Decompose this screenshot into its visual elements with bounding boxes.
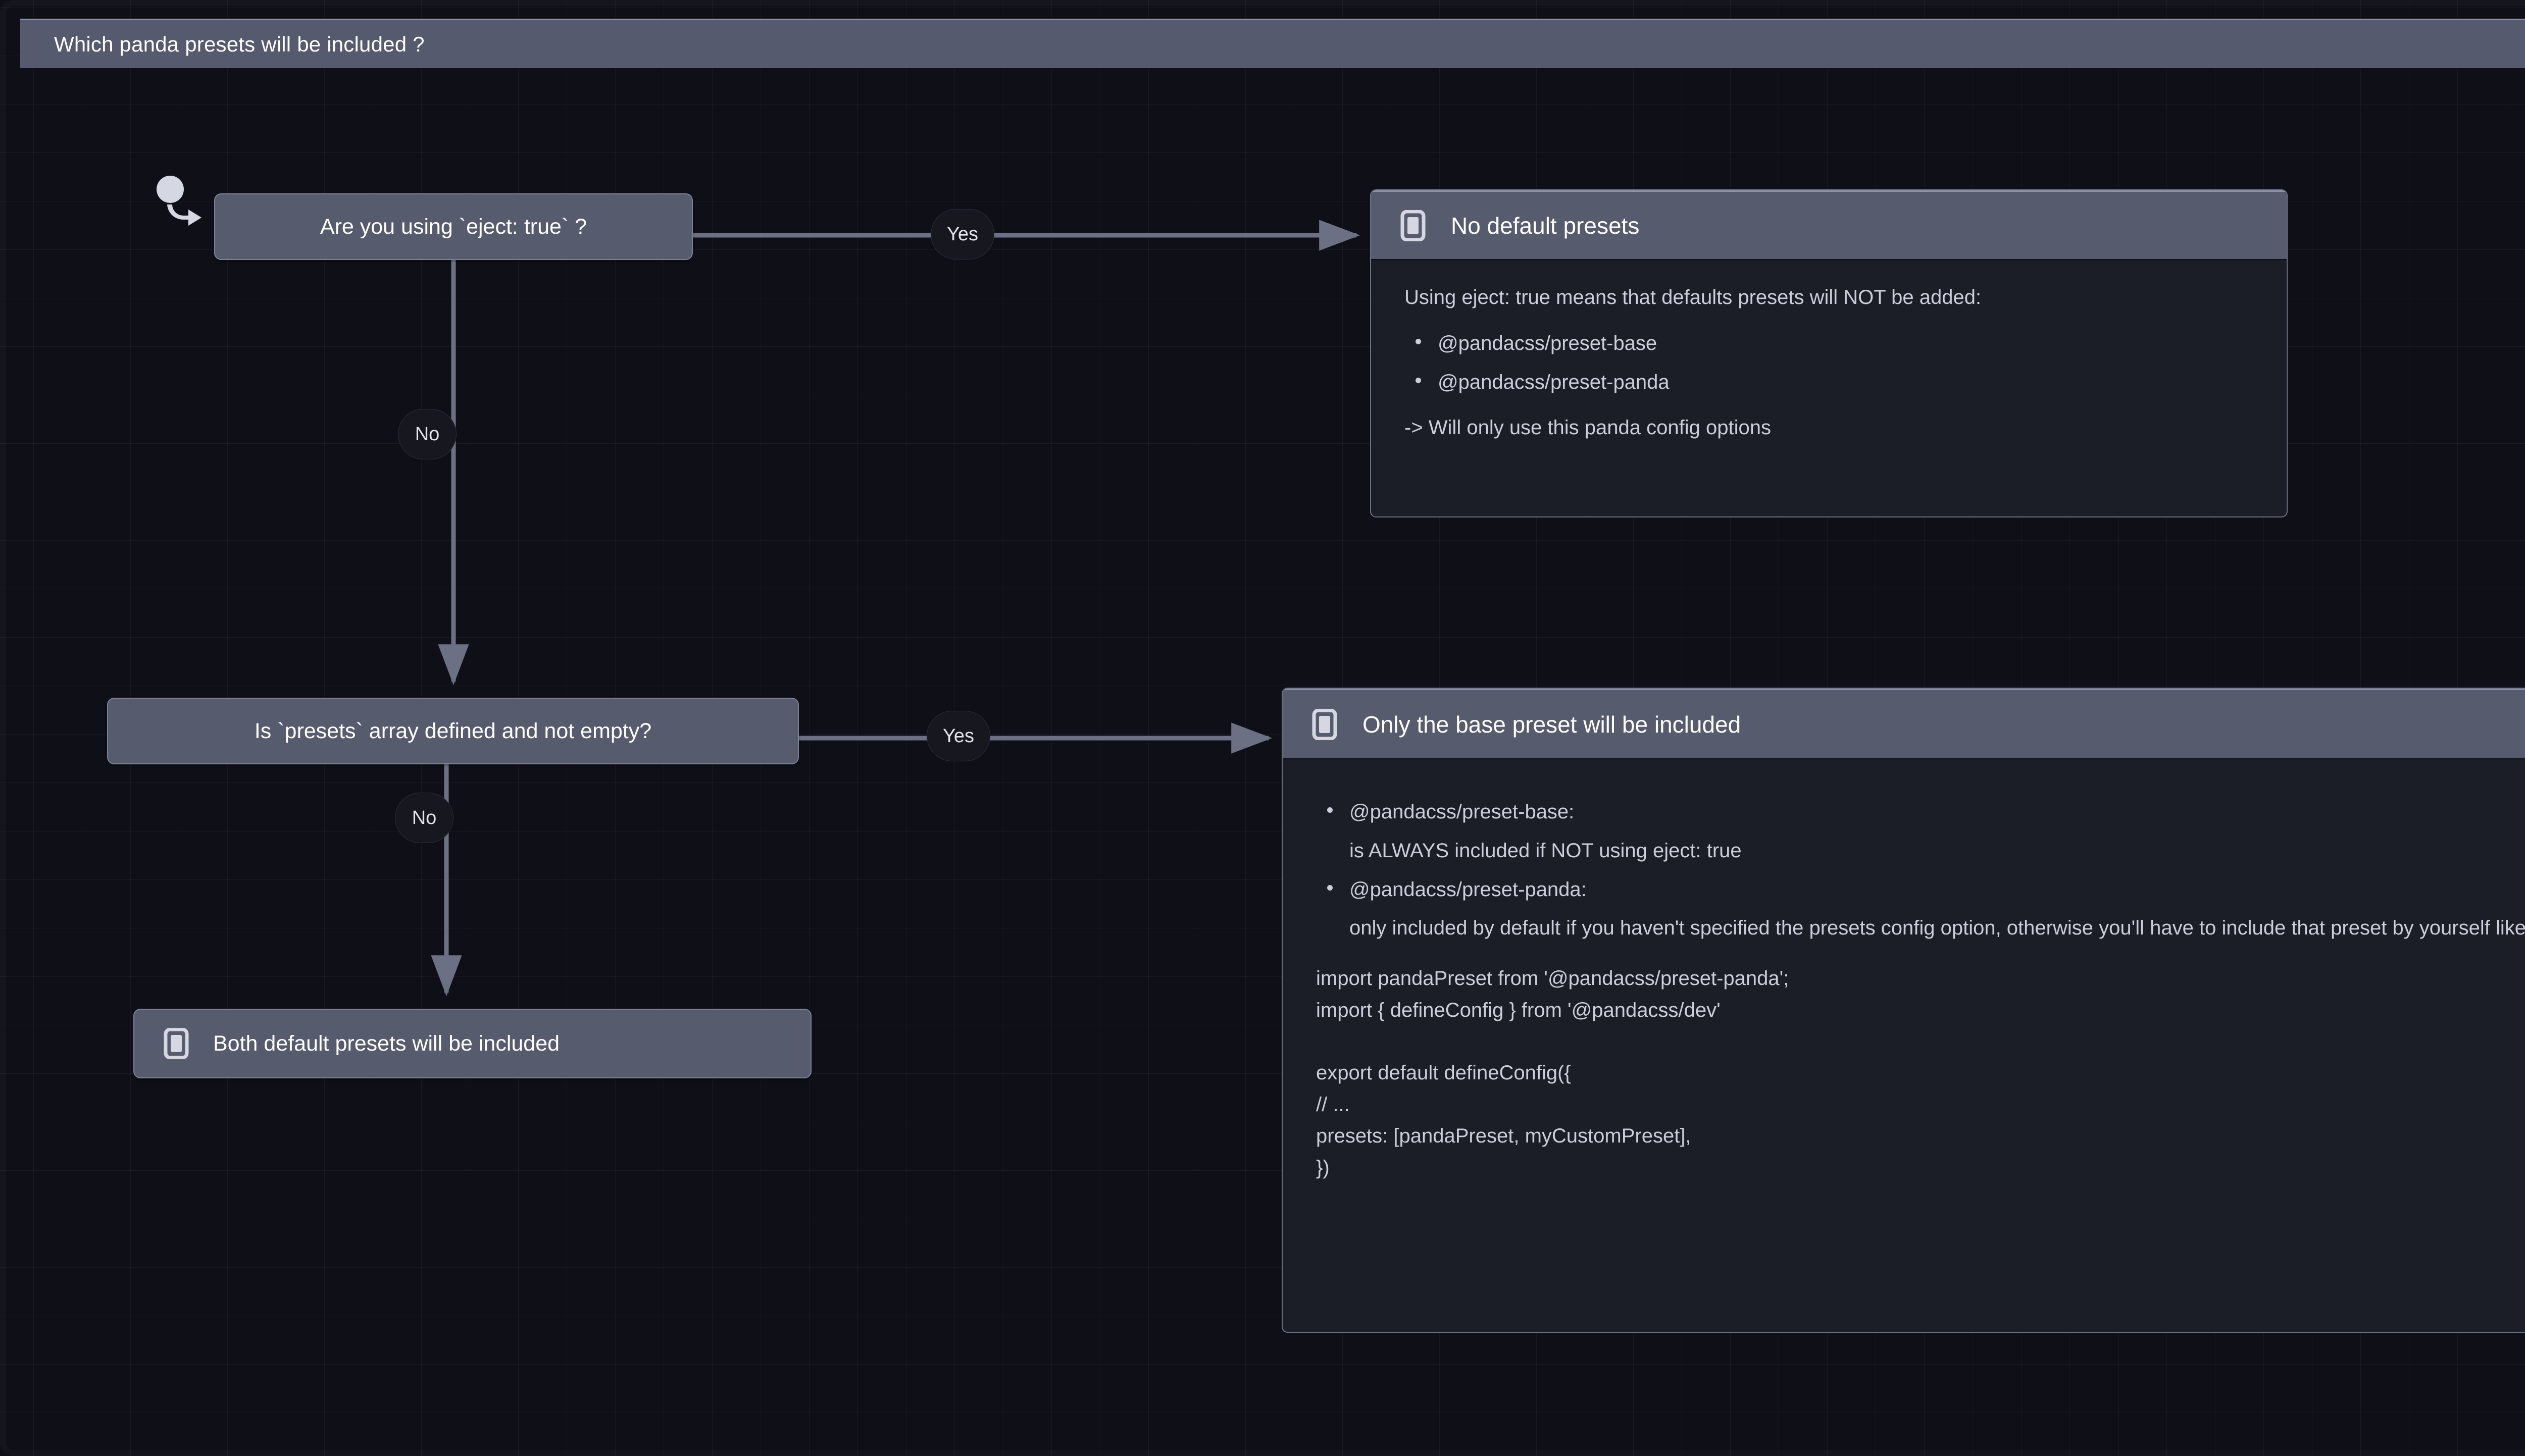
list-item-sub: only included by default if you haven't … — [1349, 917, 2525, 940]
edge-label-yes-1[interactable]: Yes — [931, 209, 994, 259]
note-square-icon — [161, 1027, 192, 1060]
panel-header: No default presets — [1371, 190, 2287, 260]
panel-no-default-presets[interactable]: No default presets Using eject: true mea… — [1370, 189, 2288, 517]
preset-list: @pandacss/preset-base: is ALWAYS include… — [1316, 797, 2525, 944]
panel-body: Using eject: true means that defaults pr… — [1371, 260, 2287, 467]
node-presets-question[interactable]: Is `presets` array defined and not empty… — [107, 698, 799, 764]
panel-title: Only the base preset will be included — [1362, 711, 1741, 738]
edge-label-yes-2-text: Yes — [943, 725, 974, 747]
list-item-sub: is ALWAYS included if NOT using eject: t… — [1349, 839, 1742, 862]
list-item: @pandacss/preset-panda: only included by… — [1316, 874, 2525, 944]
note-square-icon — [1309, 708, 1340, 740]
panel-body: @pandacss/preset-base: is ALWAYS include… — [1283, 759, 2525, 1207]
panel-only-base-preset[interactable]: Only the base preset will be included @p… — [1282, 688, 2525, 1333]
panel-outro-text: -> Will only use this panda config optio… — [1404, 417, 1771, 439]
edge-label-no-1-text: No — [415, 423, 440, 445]
list-item-main: @pandacss/preset-base: — [1349, 801, 1575, 823]
list-item: @pandacss/preset-base: is ALWAYS include… — [1316, 797, 2525, 866]
edge-label-yes-2[interactable]: Yes — [927, 711, 990, 761]
edge-label-no-2-text: No — [412, 807, 437, 828]
node-presets-label: Is `presets` array defined and not empty… — [254, 718, 652, 743]
panel-header: Only the base preset will be included — [1283, 689, 2525, 759]
start-circle-arrow-icon — [153, 173, 209, 229]
list-item: @pandacss/preset-panda — [1404, 367, 2253, 398]
list-item-main: @pandacss/preset-panda — [1438, 371, 1670, 393]
list-item-main: @pandacss/preset-base — [1438, 332, 1657, 354]
node-eject-question[interactable]: Are you using `eject: true` ? — [214, 193, 693, 260]
edge-label-no-1[interactable]: No — [398, 409, 457, 459]
list-item: @pandacss/preset-base — [1404, 328, 2253, 359]
edge-label-no-2[interactable]: No — [395, 793, 453, 843]
note-square-icon — [1397, 210, 1429, 241]
list-item-main: @pandacss/preset-panda: — [1349, 878, 1587, 901]
code-block: import pandaPreset from '@pandacss/prese… — [1316, 967, 1789, 1179]
node-both-default-presets[interactable]: Both default presets will be included — [133, 1009, 812, 1078]
panel-intro-text: Using eject: true means that defaults pr… — [1404, 286, 1982, 308]
node-both-label: Both default presets will be included — [213, 1031, 560, 1056]
page-title: Which panda presets will be included ? — [54, 32, 425, 56]
panel-title: No default presets — [1451, 212, 1640, 239]
node-eject-label: Are you using `eject: true` ? — [320, 214, 587, 239]
preset-list: @pandacss/preset-base @pandacss/preset-p… — [1404, 328, 2253, 398]
diagram-title-bar: Which panda presets will be included ? — [20, 19, 2525, 68]
edge-label-yes-1-text: Yes — [947, 223, 978, 245]
